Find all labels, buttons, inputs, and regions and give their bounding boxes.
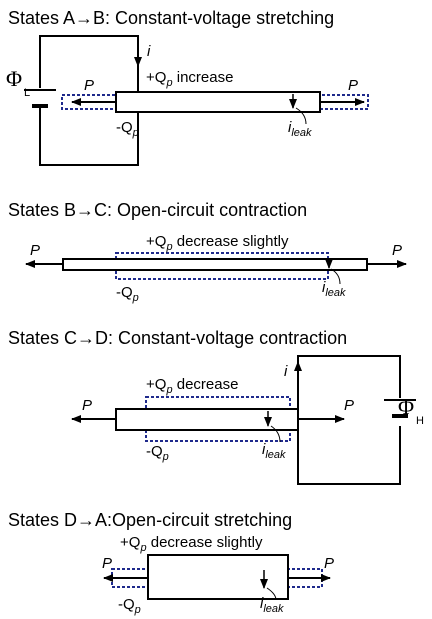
panel-b-to-c: States B→C: Open-circuit contraction P P… <box>8 200 407 304</box>
negative-charge-label: -Qp <box>116 284 139 304</box>
leak-pointer <box>330 268 341 285</box>
circuit-wire-bottom <box>39 108 139 166</box>
panel-d-to-a: States D→A:Open-circuit stretching P P +… <box>8 510 334 616</box>
dielectric-film <box>115 408 299 431</box>
panel-b-to-c-title: States B→C: Open-circuit contraction <box>8 200 307 220</box>
force-label-right: P <box>348 77 358 94</box>
source-voltage-label: Φ <box>6 66 22 91</box>
panel-c-to-d-title: States C→D: Constant-voltage contraction <box>8 328 347 348</box>
leak-pointer <box>270 425 281 443</box>
dielectric-film <box>62 258 368 271</box>
source-voltage-subscript: H <box>416 415 424 427</box>
force-label-left: P <box>82 397 92 414</box>
circuit-wire-top <box>297 355 401 409</box>
leak-current-label: ileak <box>322 279 346 299</box>
negative-charge-label: -Qp <box>116 119 139 139</box>
leak-current-label: ileak <box>260 595 284 615</box>
source-voltage-subscript: L <box>24 87 30 99</box>
panel-a-to-b: States A→B: Constant-voltage stretching … <box>6 8 369 166</box>
force-label-right: P <box>392 242 402 259</box>
panel-d-to-a-title: States D→A:Open-circuit stretching <box>8 510 292 530</box>
current-label: i <box>147 43 151 60</box>
force-label-left: P <box>30 242 40 259</box>
source-voltage-label: Φ <box>398 394 414 419</box>
negative-charge-label: -Qp <box>118 596 141 616</box>
panel-c-to-d: States C→D: Constant-voltage contraction… <box>8 328 424 485</box>
positive-charge-label: +Qp decrease slightly <box>146 233 289 253</box>
dielectric-film <box>147 554 289 600</box>
dielectric-film <box>115 91 321 113</box>
positive-charge-label: +Qp decrease <box>146 376 238 396</box>
circuit-wire-bottom <box>297 426 401 485</box>
force-label-left: P <box>102 555 112 572</box>
current-label: i <box>284 363 288 380</box>
panel-a-to-b-title: States A→B: Constant-voltage stretching <box>8 8 334 28</box>
leak-pointer <box>295 107 307 125</box>
positive-charge-label: +Qp decrease slightly <box>120 534 263 554</box>
leak-current-label: ileak <box>288 119 312 139</box>
force-label-left: P <box>84 77 94 94</box>
leak-pointer <box>266 587 277 601</box>
force-label-right: P <box>344 397 354 414</box>
force-label-right: P <box>324 555 334 572</box>
positive-charge-label: +Qp increase <box>146 69 233 89</box>
leak-current-label: ileak <box>262 441 286 461</box>
negative-charge-label: -Qp <box>146 443 169 463</box>
